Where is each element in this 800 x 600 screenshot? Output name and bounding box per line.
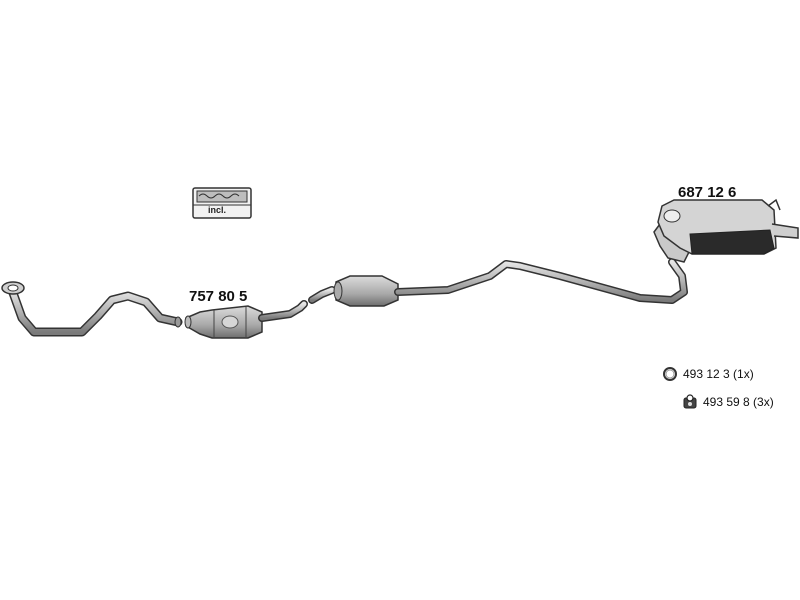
legend-row-ring: 493 12 3 (1x)	[662, 366, 754, 382]
front-flange	[1, 281, 25, 295]
rubber-mount-icon	[683, 394, 697, 409]
catalytic-converter	[184, 300, 308, 339]
ring-icon	[663, 367, 677, 381]
legend-text-ring: 493 12 3 (1x)	[683, 367, 754, 381]
kit-box	[192, 187, 252, 219]
rear-silencer	[653, 198, 799, 263]
front-pipe	[1, 281, 183, 337]
middle-silencer	[308, 275, 399, 307]
kit-box-label: incl.	[208, 205, 227, 215]
legend-row-mount: 493 59 8 (3x)	[682, 394, 774, 410]
rear-silencer-number: 687 12 6	[678, 184, 737, 201]
legend-text-mount: 493 59 8 (3x)	[703, 395, 774, 409]
intermediate-pipe	[394, 258, 688, 304]
catalytic-converter-number: 757 80 5	[189, 288, 248, 305]
